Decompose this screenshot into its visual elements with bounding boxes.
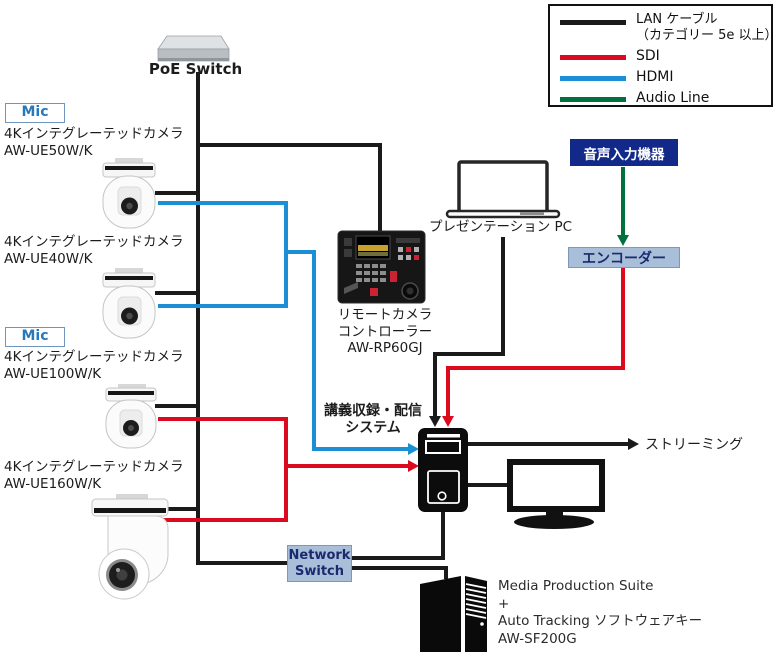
legend-lan-label2: （カテゴリー 5e 以上） (636, 28, 775, 43)
network-switch-line1: Network (288, 547, 351, 563)
legend-sdi-swatch (560, 55, 626, 60)
camera3-model: AW-UE100W/K (4, 365, 102, 382)
presentation-pc-label: プレゼンテーション PC (429, 219, 573, 235)
mic-badge-2: Mic (5, 327, 65, 347)
camera1-model: AW-UE50W/K (4, 142, 93, 159)
lecture-system-label-line1: 講義収録・配信 (324, 403, 422, 419)
poe-switch-label: PoE Switch (148, 60, 243, 78)
camera2-model: AW-UE40W/K (4, 250, 93, 267)
lan-arrowhead-down (429, 416, 441, 427)
camera1-label: 4Kインテグレーテッドカメラ AW-UE50W/K (4, 126, 183, 159)
sdi-arrowhead-down (442, 416, 454, 427)
camera4-label: 4Kインテグレーテッドカメラ AW-UE160W/K (4, 459, 183, 492)
hdmi-arrowhead-right (408, 443, 419, 455)
lan-tower-switch-line (352, 511, 445, 560)
server-label-line1: Media Production Suite (498, 578, 654, 594)
legend-audio-swatch-rect (560, 97, 626, 102)
server-icon (420, 576, 487, 652)
camera4-model: AW-UE160W/K (4, 475, 102, 492)
camera4-icon (91, 494, 169, 600)
remote-controller-icon (337, 230, 426, 304)
lan-controller-line (198, 143, 382, 231)
camera3-label: 4Kインテグレーテッドカメラ AW-UE100W/K (4, 349, 183, 382)
network-switch-line2: Switch (294, 563, 344, 579)
legend-lan-swatch (560, 20, 626, 25)
encoder-box: エンコーダー (568, 247, 680, 268)
controller-label-line3: AW-RP60GJ (347, 340, 423, 356)
lecture-system-label: 講義収録・配信 システム (310, 403, 436, 436)
sdi-cam-line (158, 417, 288, 522)
server-label: Media Production Suite + Auto Tracking ソ… (498, 578, 702, 648)
camera3-icon (105, 384, 157, 449)
hdmi-cam-line (158, 201, 288, 308)
legend-sdi-swatch-rect (560, 55, 626, 60)
server-label-line4: AW-SF200G (498, 630, 577, 647)
legend-sdi-label: SDI (636, 48, 660, 64)
camera2-label: 4Kインテグレーテッドカメラ AW-UE40W/K (4, 234, 183, 267)
camera2-name: 4Kインテグレーテッドカメラ (4, 234, 184, 250)
server-label-line2: + (498, 595, 510, 612)
legend-hdmi-swatch (560, 76, 626, 81)
camera2-icon (102, 268, 156, 339)
legend-hdmi-swatch-rect (560, 76, 626, 81)
lan-pc-line (433, 237, 505, 417)
lan-switch-server-line (352, 566, 448, 579)
camera1-name: 4Kインテグレーテッドカメラ (4, 126, 184, 142)
legend-audio-label: Audio Line (636, 90, 710, 106)
audio-arrowhead-down (617, 235, 629, 246)
camera3-name: 4Kインテグレーテッドカメラ (4, 349, 184, 365)
legend-audio-swatch (560, 97, 626, 102)
legend-hdmi-label: HDMI (636, 69, 674, 85)
legend: LAN ケーブル （カテゴリー 5e 以上） SDI HDMI Audio Li… (548, 4, 775, 107)
laptop-icon (445, 160, 561, 219)
legend-lan-label: LAN ケーブル (636, 12, 718, 27)
lan-trunk-line (196, 72, 287, 565)
streaming-label: ストリーミング (645, 437, 743, 453)
lecture-system-label-line2: システム (345, 419, 401, 436)
audio-input-box: 音声入力機器 (570, 139, 678, 166)
lan-arrowhead-streaming (628, 438, 639, 450)
controller-label: リモートカメラ コントローラー AW-RP60GJ (326, 307, 444, 357)
hdmi-cables (158, 201, 408, 451)
camera4-name: 4Kインテグレーテッドカメラ (4, 459, 184, 475)
mic-badge-1: Mic (5, 103, 65, 123)
sdi-cables (158, 267, 625, 522)
network-switch-box: Network Switch (287, 545, 352, 582)
controller-label-line1: リモートカメラ (337, 307, 433, 323)
lecture-system-icon (418, 428, 468, 512)
monitor-icon (507, 459, 605, 529)
sdi-arrowhead-right (408, 460, 419, 472)
hdmi-branch-line (286, 250, 408, 451)
legend-lan-swatch-rect (560, 20, 626, 25)
controller-label-line2: コントローラー (337, 323, 433, 340)
camera1-icon (102, 158, 156, 229)
sdi-encoder-line (446, 267, 625, 417)
server-label-line3: Auto Tracking ソフトウェアキー (498, 613, 703, 629)
poe-switch-icon (157, 35, 230, 62)
